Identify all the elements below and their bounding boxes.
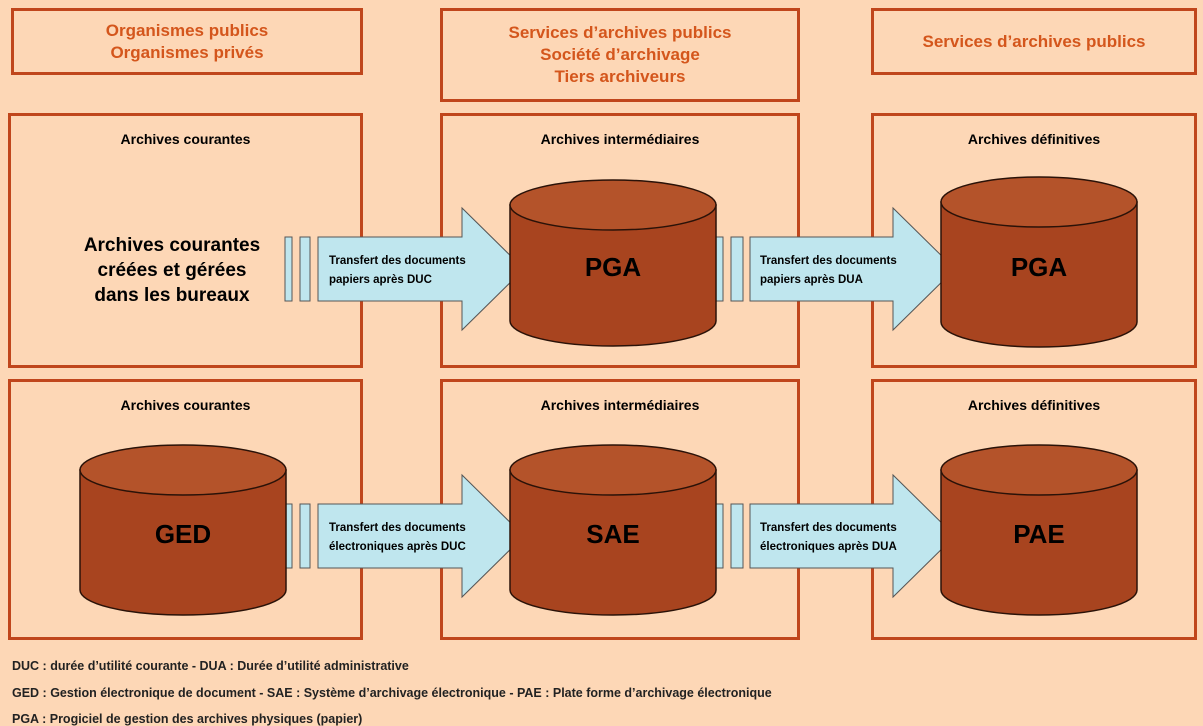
panel-title: Archives courantes	[120, 131, 251, 147]
description-line: dans les bureaux	[94, 285, 250, 306]
transfer-arrow-paper-duc: Transfert des documents papiers après DU…	[284, 206, 525, 332]
column-header-intermediate-services: Services d’archives publics Société d’ar…	[440, 8, 800, 102]
arrow-shape	[317, 206, 525, 332]
panel-title: Archives définitives	[967, 397, 1101, 413]
legend-line-pga: PGA : Progiciel de gestion des archives …	[12, 712, 363, 726]
header-line: Services d’archives publics	[508, 23, 732, 42]
current-archives-description: Archives courantes créées et gérées dans…	[22, 233, 322, 308]
arrow-label-line: électroniques après DUA	[760, 541, 897, 553]
arrow-tail-bar	[715, 503, 724, 569]
database-cylinder-sae: SAE	[509, 444, 717, 616]
header-line: Société d’archivage	[540, 45, 700, 64]
panel-title: Archives intermédiaires	[540, 397, 700, 413]
arrow-tail-bar	[715, 236, 724, 302]
transfer-arrow-paper-dua: Transfert des documents papiers après DU…	[715, 206, 956, 332]
arrow-label-line: papiers après DUA	[760, 274, 863, 286]
database-cylinder-ged: GED	[79, 444, 287, 616]
database-cylinder-pae: PAE	[940, 444, 1138, 616]
database-cylinder-pga-intermediate: PGA	[509, 179, 717, 347]
cylinder-label: PAE	[1013, 519, 1065, 549]
arrow-label-line: électroniques après DUC	[329, 541, 466, 553]
arrow-tail-bar	[299, 236, 311, 302]
header-line: Organismes privés	[110, 42, 264, 62]
header-line: Tiers archiveurs	[554, 67, 686, 86]
database-cylinder-pga-final: PGA	[940, 176, 1138, 348]
cylinder-label: PGA	[585, 252, 642, 282]
arrow-shape	[749, 206, 956, 332]
cylinder-label: PGA	[1011, 252, 1068, 282]
arrow-tail-bar	[730, 236, 744, 302]
header-line: Services d’archives publics	[922, 31, 1146, 51]
legend-line-ged-sae-pae: GED : Gestion électronique de document -…	[12, 686, 772, 700]
arrow-label-line: Transfert des documents	[329, 255, 466, 267]
arrow-label-line: Transfert des documents	[760, 522, 897, 534]
column-header-producers: Organismes publics Organismes privés	[11, 8, 363, 75]
arrow-tail-bar	[299, 503, 311, 569]
description-line: créées et gérées	[97, 260, 247, 281]
header-line: Organismes publics	[105, 20, 269, 40]
arrow-label-line: Transfert des documents	[329, 522, 466, 534]
arrow-shape	[749, 473, 956, 599]
arrow-tail-bar	[730, 503, 744, 569]
arrow-label-line: papiers après DUC	[329, 274, 432, 286]
panel-title: Archives définitives	[967, 131, 1101, 147]
transfer-arrow-electronic-duc: Transfert des documents électroniques ap…	[284, 473, 525, 599]
cylinder-label: SAE	[586, 519, 639, 549]
panel-title: Archives courantes	[120, 397, 251, 413]
description-line: Archives courantes	[83, 235, 261, 256]
legend-line-duc-dua: DUC : durée d’utilité courante - DUA : D…	[12, 659, 409, 673]
transfer-arrow-electronic-dua: Transfert des documents électroniques ap…	[715, 473, 956, 599]
arrow-tail-bar	[284, 236, 293, 302]
arrow-label-line: Transfert des documents	[760, 255, 897, 267]
column-header-final-services: Services d’archives publics	[871, 8, 1197, 75]
panel-title: Archives intermédiaires	[540, 131, 700, 147]
arrow-shape	[317, 473, 525, 599]
cylinder-label: GED	[155, 519, 211, 549]
